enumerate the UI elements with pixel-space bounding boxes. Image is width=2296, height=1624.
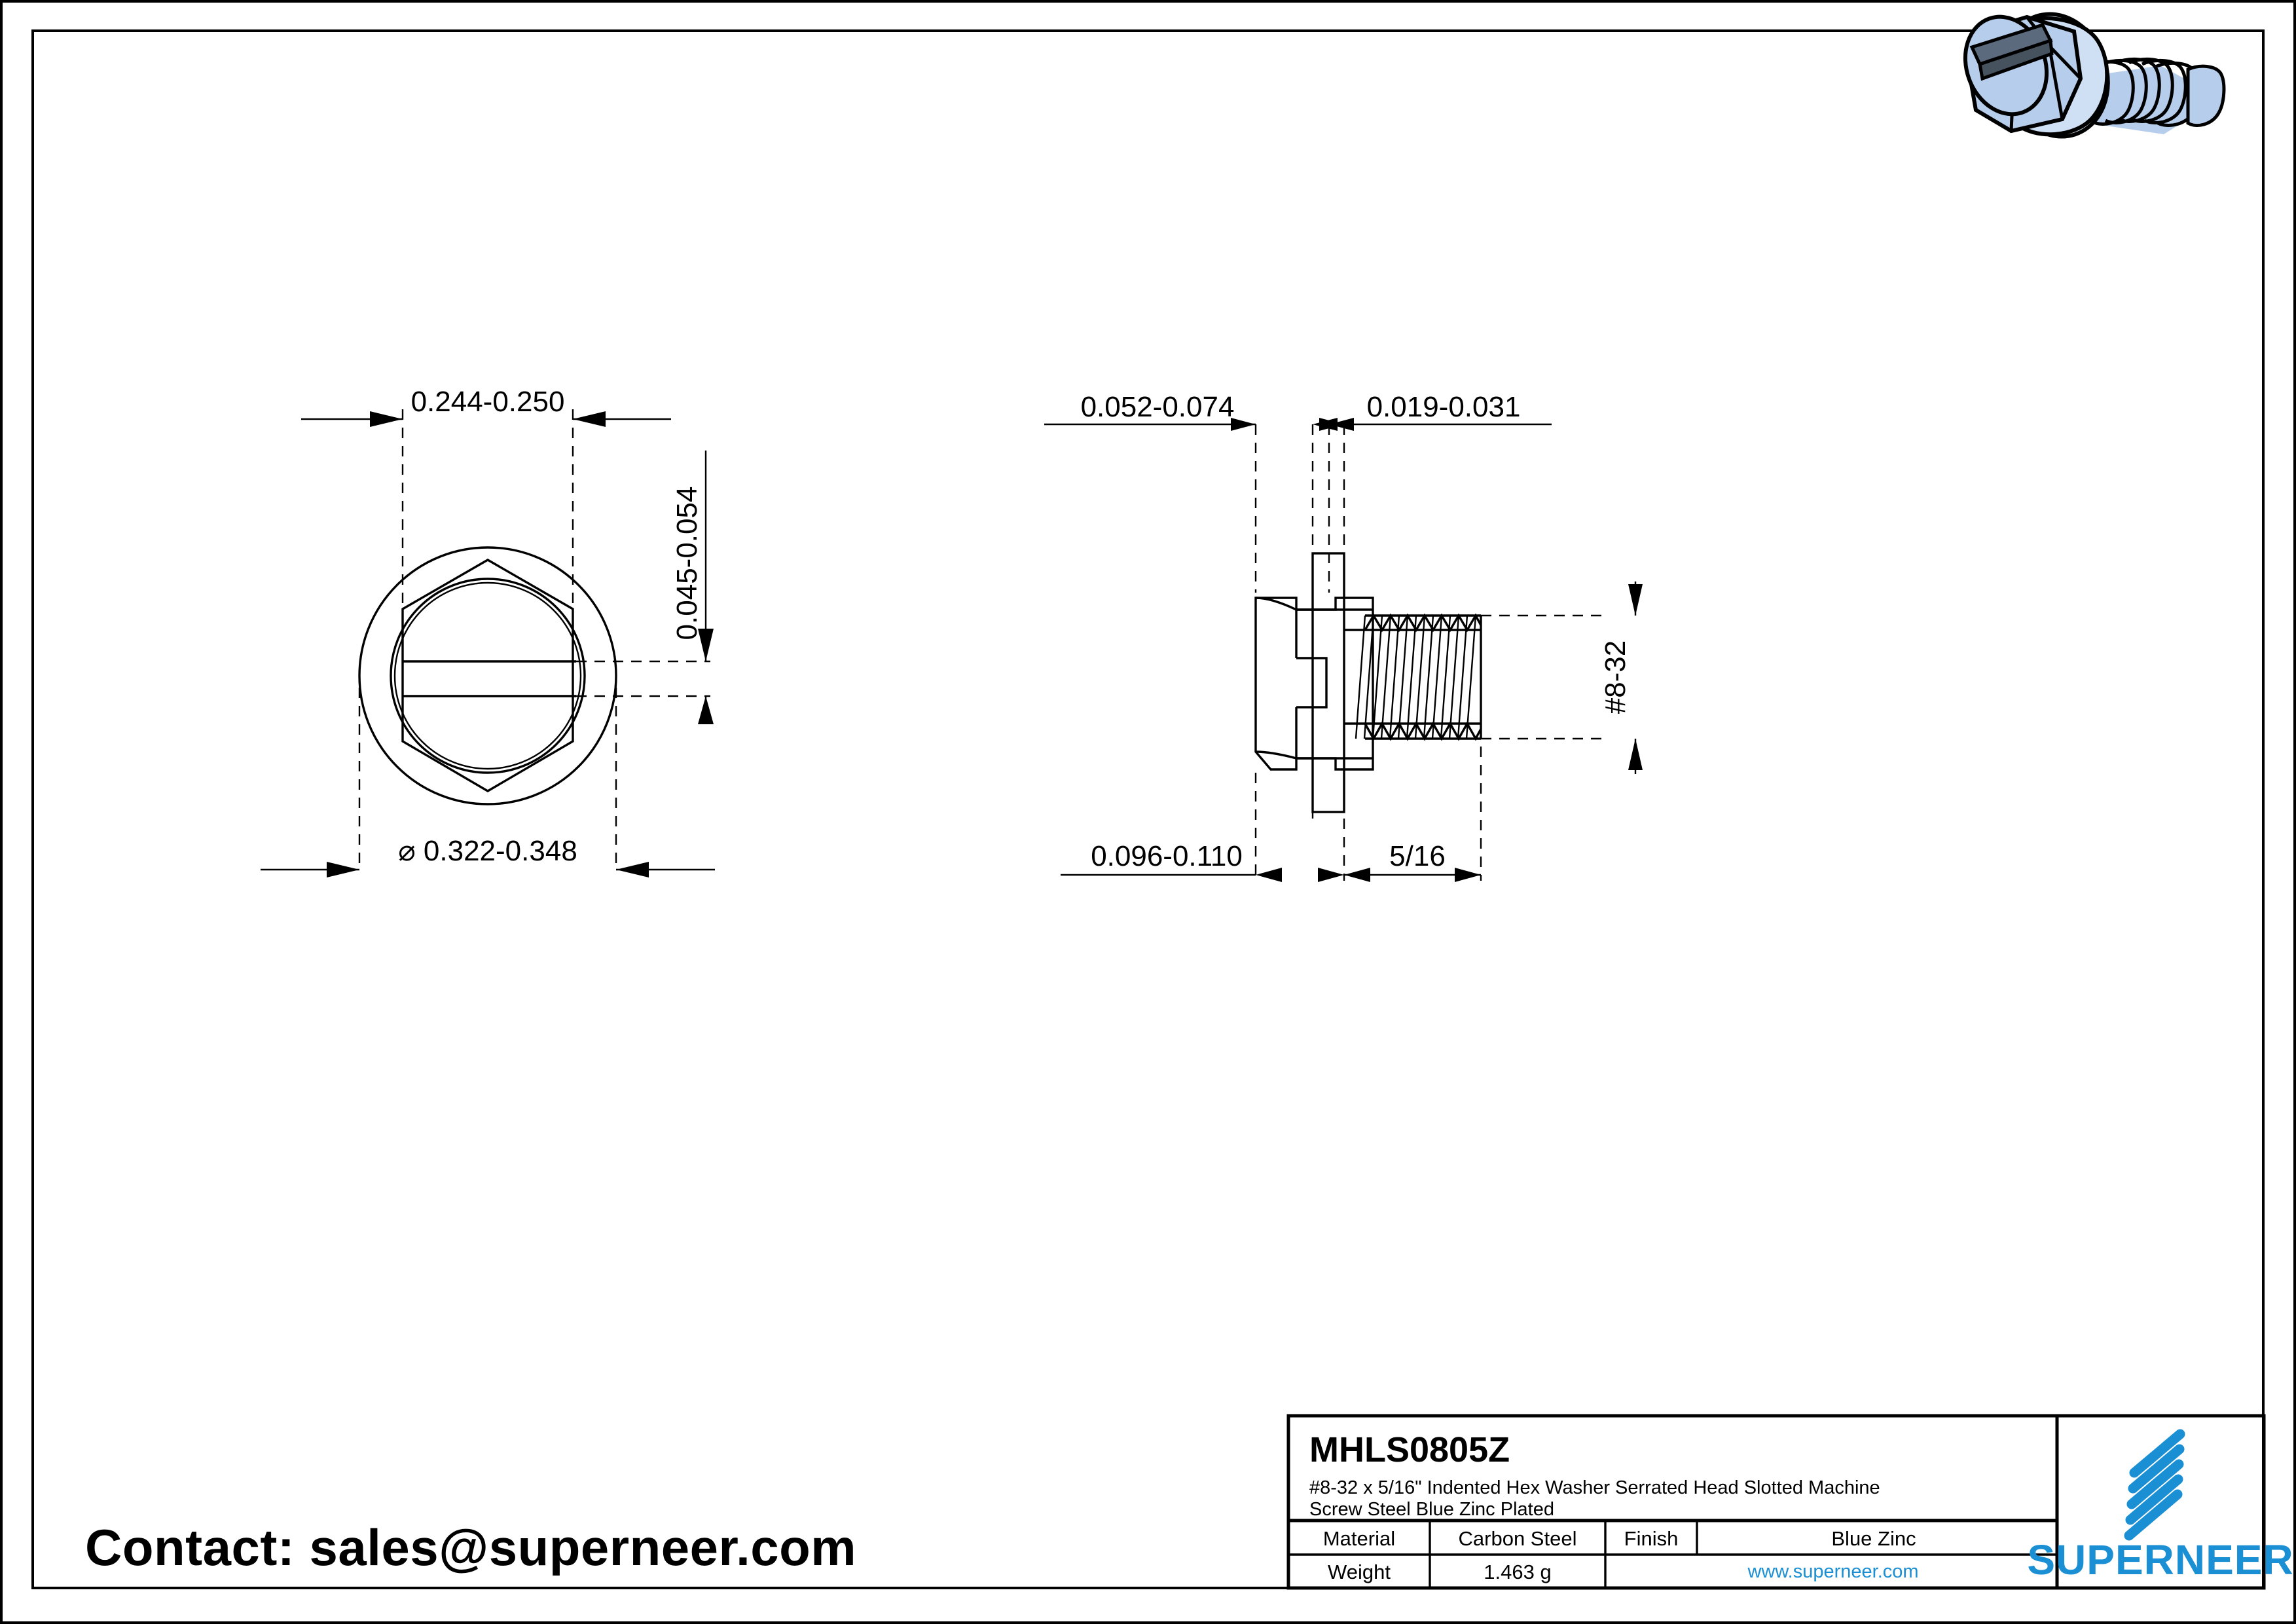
dim-thread-spec-label: #8-32 [1599,640,1631,714]
dim-front-height: 0.045-0.054 [671,451,714,724]
part-number: MHLS0805Z [1309,1430,1510,1469]
part-description-line1: #8-32 x 5/16" Indented Hex Washer Serrat… [1309,1477,1880,1498]
front-head-circle-outer [390,578,586,774]
side-threaded-shank [1344,613,1482,741]
finish-label: Finish [1624,1527,1679,1550]
finish-value: Blue Zinc [1831,1527,1916,1550]
front-drive-slot [403,660,576,697]
front-head-circle-inner [393,581,582,770]
dim-side-washer-thickness: 0.019-0.031 [1319,391,1552,431]
material-value: Carbon Steel [1459,1527,1577,1550]
dim-front-width: 0.244-0.250 [301,386,671,427]
sheet-inner-border [31,29,2265,1589]
front-washer-outer-circle [358,546,617,805]
iso-slot [1963,14,2054,117]
logo-stripes-icon [2124,1429,2185,1541]
dim-side-head-height-label: 0.052-0.074 [1081,391,1235,423]
dim-front-diameter: ⌀ 0.322-0.348 [261,835,715,877]
weight-label: Weight [1328,1560,1391,1583]
dim-side-head-height: 0.052-0.074 [1044,391,1338,431]
weight-value: 1.463 g [1484,1560,1551,1583]
front-hex-outline [401,559,574,792]
dim-front-width-label: 0.244-0.250 [411,386,565,418]
part-description-line2: Screw Steel Blue Zinc Plated [1309,1499,1554,1520]
side-view-screw [1254,552,1482,813]
dim-side-washer-thickness-label: 0.019-0.031 [1367,391,1521,423]
dim-side-thread-length-label: 5/16 [1389,840,1446,872]
front-view-screw-head [358,546,617,805]
dim-side-under-head-label: 0.096-0.110 [1091,840,1243,872]
dim-side-under-head: 0.096-0.110 [1061,840,1344,882]
dim-side-thread-length: 5/16 [1344,840,1481,882]
isometric-screw-render [1963,12,2226,139]
side-head-indent [1296,657,1328,709]
dim-front-height-label: 0.045-0.054 [671,487,703,640]
brand-name: SUPERNEER [2027,1536,2293,1583]
title-block-border [1286,1414,2266,1590]
title-block: MHLS0805Z #8-32 x 5/16" Indented Hex Was… [1286,1414,2293,1590]
side-hex-head [1254,597,1374,771]
material-label: Material [1323,1527,1395,1550]
website-link[interactable]: www.superneer.com [1747,1561,1918,1582]
dim-front-diameter-label: ⌀ 0.322-0.348 [398,835,577,867]
side-head-outline [1254,597,1374,771]
contact-email-text: Contact: sales@superneer.com [85,1519,856,1576]
dim-thread-spec: #8-32 [1481,581,1643,774]
superneer-logo: SUPERNEER [2027,1429,2293,1583]
